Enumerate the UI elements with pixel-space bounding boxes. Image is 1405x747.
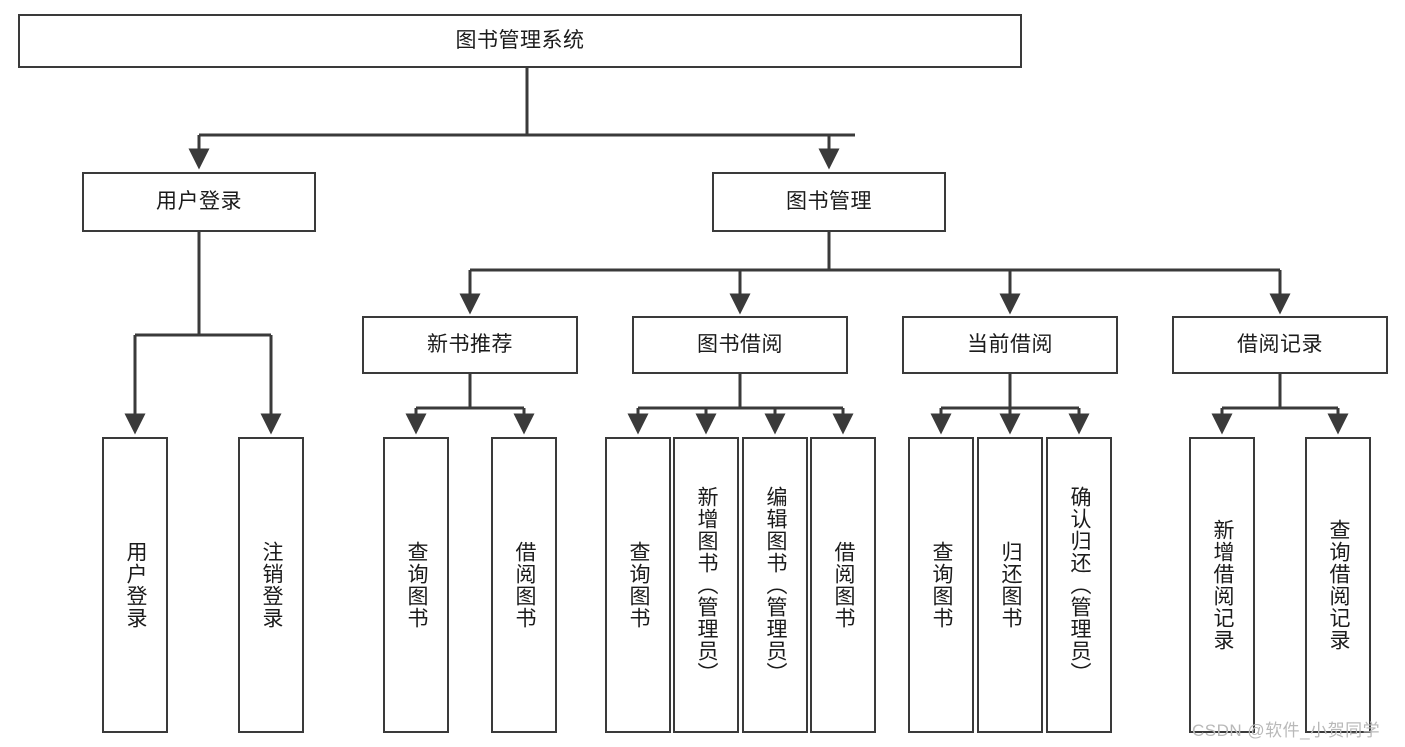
node-label: 新增借阅记录 — [1211, 519, 1235, 651]
node-label: 编辑图书（管理员） — [764, 486, 788, 684]
node-book-borrow[interactable]: 图书借阅 — [632, 316, 848, 374]
node-label: 归还图书 — [999, 541, 1023, 629]
node-current-borrow[interactable]: 当前借阅 — [902, 316, 1118, 374]
node-label: 查询借阅记录 — [1327, 519, 1351, 651]
node-borrow-record[interactable]: 借阅记录 — [1172, 316, 1388, 374]
node-user-login[interactable]: 用户登录 — [82, 172, 316, 232]
node-label: 确认归还（管理员） — [1068, 486, 1092, 684]
node-leaf-confirm-return[interactable]: 确认归还（管理员） — [1046, 437, 1112, 733]
node-leaf-edit-book[interactable]: 编辑图书（管理员） — [742, 437, 808, 733]
node-leaf-query-record[interactable]: 查询借阅记录 — [1305, 437, 1371, 733]
node-label: 用户登录 — [124, 541, 148, 629]
node-leaf-add-book[interactable]: 新增图书（管理员） — [673, 437, 739, 733]
node-leaf-borrow-book-2[interactable]: 借阅图书 — [810, 437, 876, 733]
csdn-watermark: CSDN @软件_小贺同学 — [1192, 721, 1381, 740]
node-leaf-query-book-3[interactable]: 查询图书 — [908, 437, 974, 733]
node-label: 注销登录 — [260, 541, 284, 629]
node-leaf-add-record[interactable]: 新增借阅记录 — [1189, 437, 1255, 733]
node-leaf-logout-login[interactable]: 注销登录 — [238, 437, 304, 733]
node-label: 用户登录 — [156, 189, 242, 213]
node-label: 查询图书 — [930, 541, 954, 629]
node-new-book-recommend[interactable]: 新书推荐 — [362, 316, 578, 374]
node-label: 查询图书 — [627, 541, 651, 629]
node-label: 借阅图书 — [832, 541, 856, 629]
node-leaf-borrow-book-1[interactable]: 借阅图书 — [491, 437, 557, 733]
node-label: 图书管理 — [786, 189, 872, 213]
node-label: 查询图书 — [405, 541, 429, 629]
node-label: 图书借阅 — [697, 332, 783, 356]
node-leaf-user-login[interactable]: 用户登录 — [102, 437, 168, 733]
node-label: 图书管理系统 — [455, 28, 585, 52]
node-leaf-query-book-1[interactable]: 查询图书 — [383, 437, 449, 733]
node-label: 借阅图书 — [513, 541, 537, 629]
node-book-manage[interactable]: 图书管理 — [712, 172, 946, 232]
node-label: 借阅记录 — [1237, 332, 1323, 356]
node-root-book-management-system[interactable]: 图书管理系统 — [18, 14, 1022, 68]
node-label: 新书推荐 — [427, 332, 513, 356]
node-label: 新增图书（管理员） — [695, 486, 719, 684]
node-leaf-return-book[interactable]: 归还图书 — [977, 437, 1043, 733]
node-leaf-query-book-2[interactable]: 查询图书 — [605, 437, 671, 733]
node-label: 当前借阅 — [967, 332, 1053, 356]
